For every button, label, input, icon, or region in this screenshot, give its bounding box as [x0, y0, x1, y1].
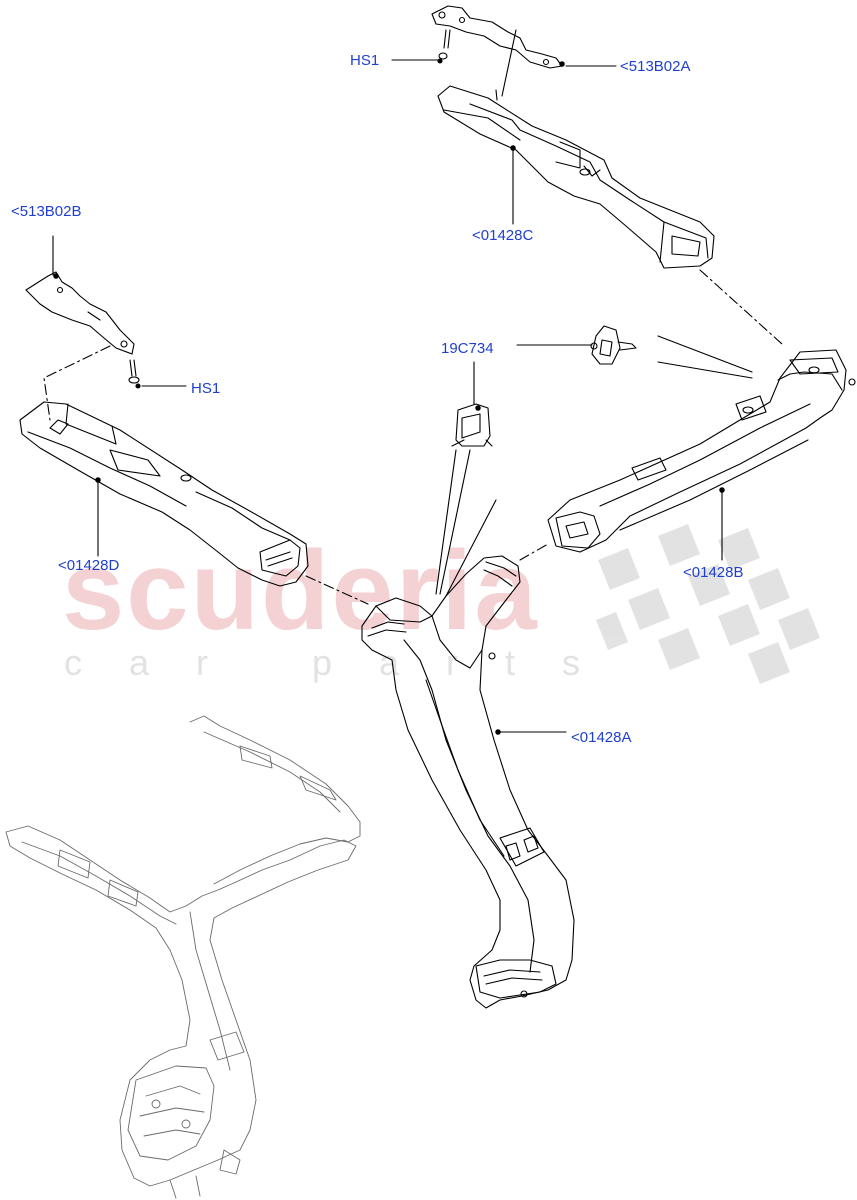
watermark-brand: scuderia — [62, 528, 539, 653]
screw-hs1-left — [128, 359, 141, 389]
leader-lines — [52, 29, 753, 733]
duct-01428b — [547, 349, 856, 553]
callout-19c734[interactable]: 19C734 — [441, 340, 494, 357]
clip-19c734 — [451, 403, 493, 447]
watermark-tagline: car parts — [64, 642, 628, 683]
callout-01428c[interactable]: <01428C — [472, 227, 534, 244]
actuator-component — [590, 325, 637, 365]
checkered-flag-watermark — [596, 524, 820, 684]
assembly-lines — [43, 269, 783, 605]
callout-513b02a[interactable]: <513B02A — [620, 58, 691, 75]
callout-hs1-left[interactable]: HS1 — [191, 380, 221, 397]
duct-01428c — [437, 85, 715, 269]
callout-01428a[interactable]: <01428A — [571, 729, 632, 746]
duct-01428a — [361, 555, 575, 1009]
bracket-513b02b — [25, 271, 135, 355]
callout-hs1-top[interactable]: HS1 — [350, 52, 380, 69]
callout-01428b[interactable]: <01428B — [683, 564, 744, 581]
assembly-overview — [5, 715, 361, 1199]
screw-hs1-top — [437, 29, 451, 64]
callout-513b02b[interactable]: <513B02B — [11, 203, 82, 220]
callout-01428d[interactable]: <01428D — [58, 557, 120, 574]
bracket-513b02a — [431, 5, 565, 69]
